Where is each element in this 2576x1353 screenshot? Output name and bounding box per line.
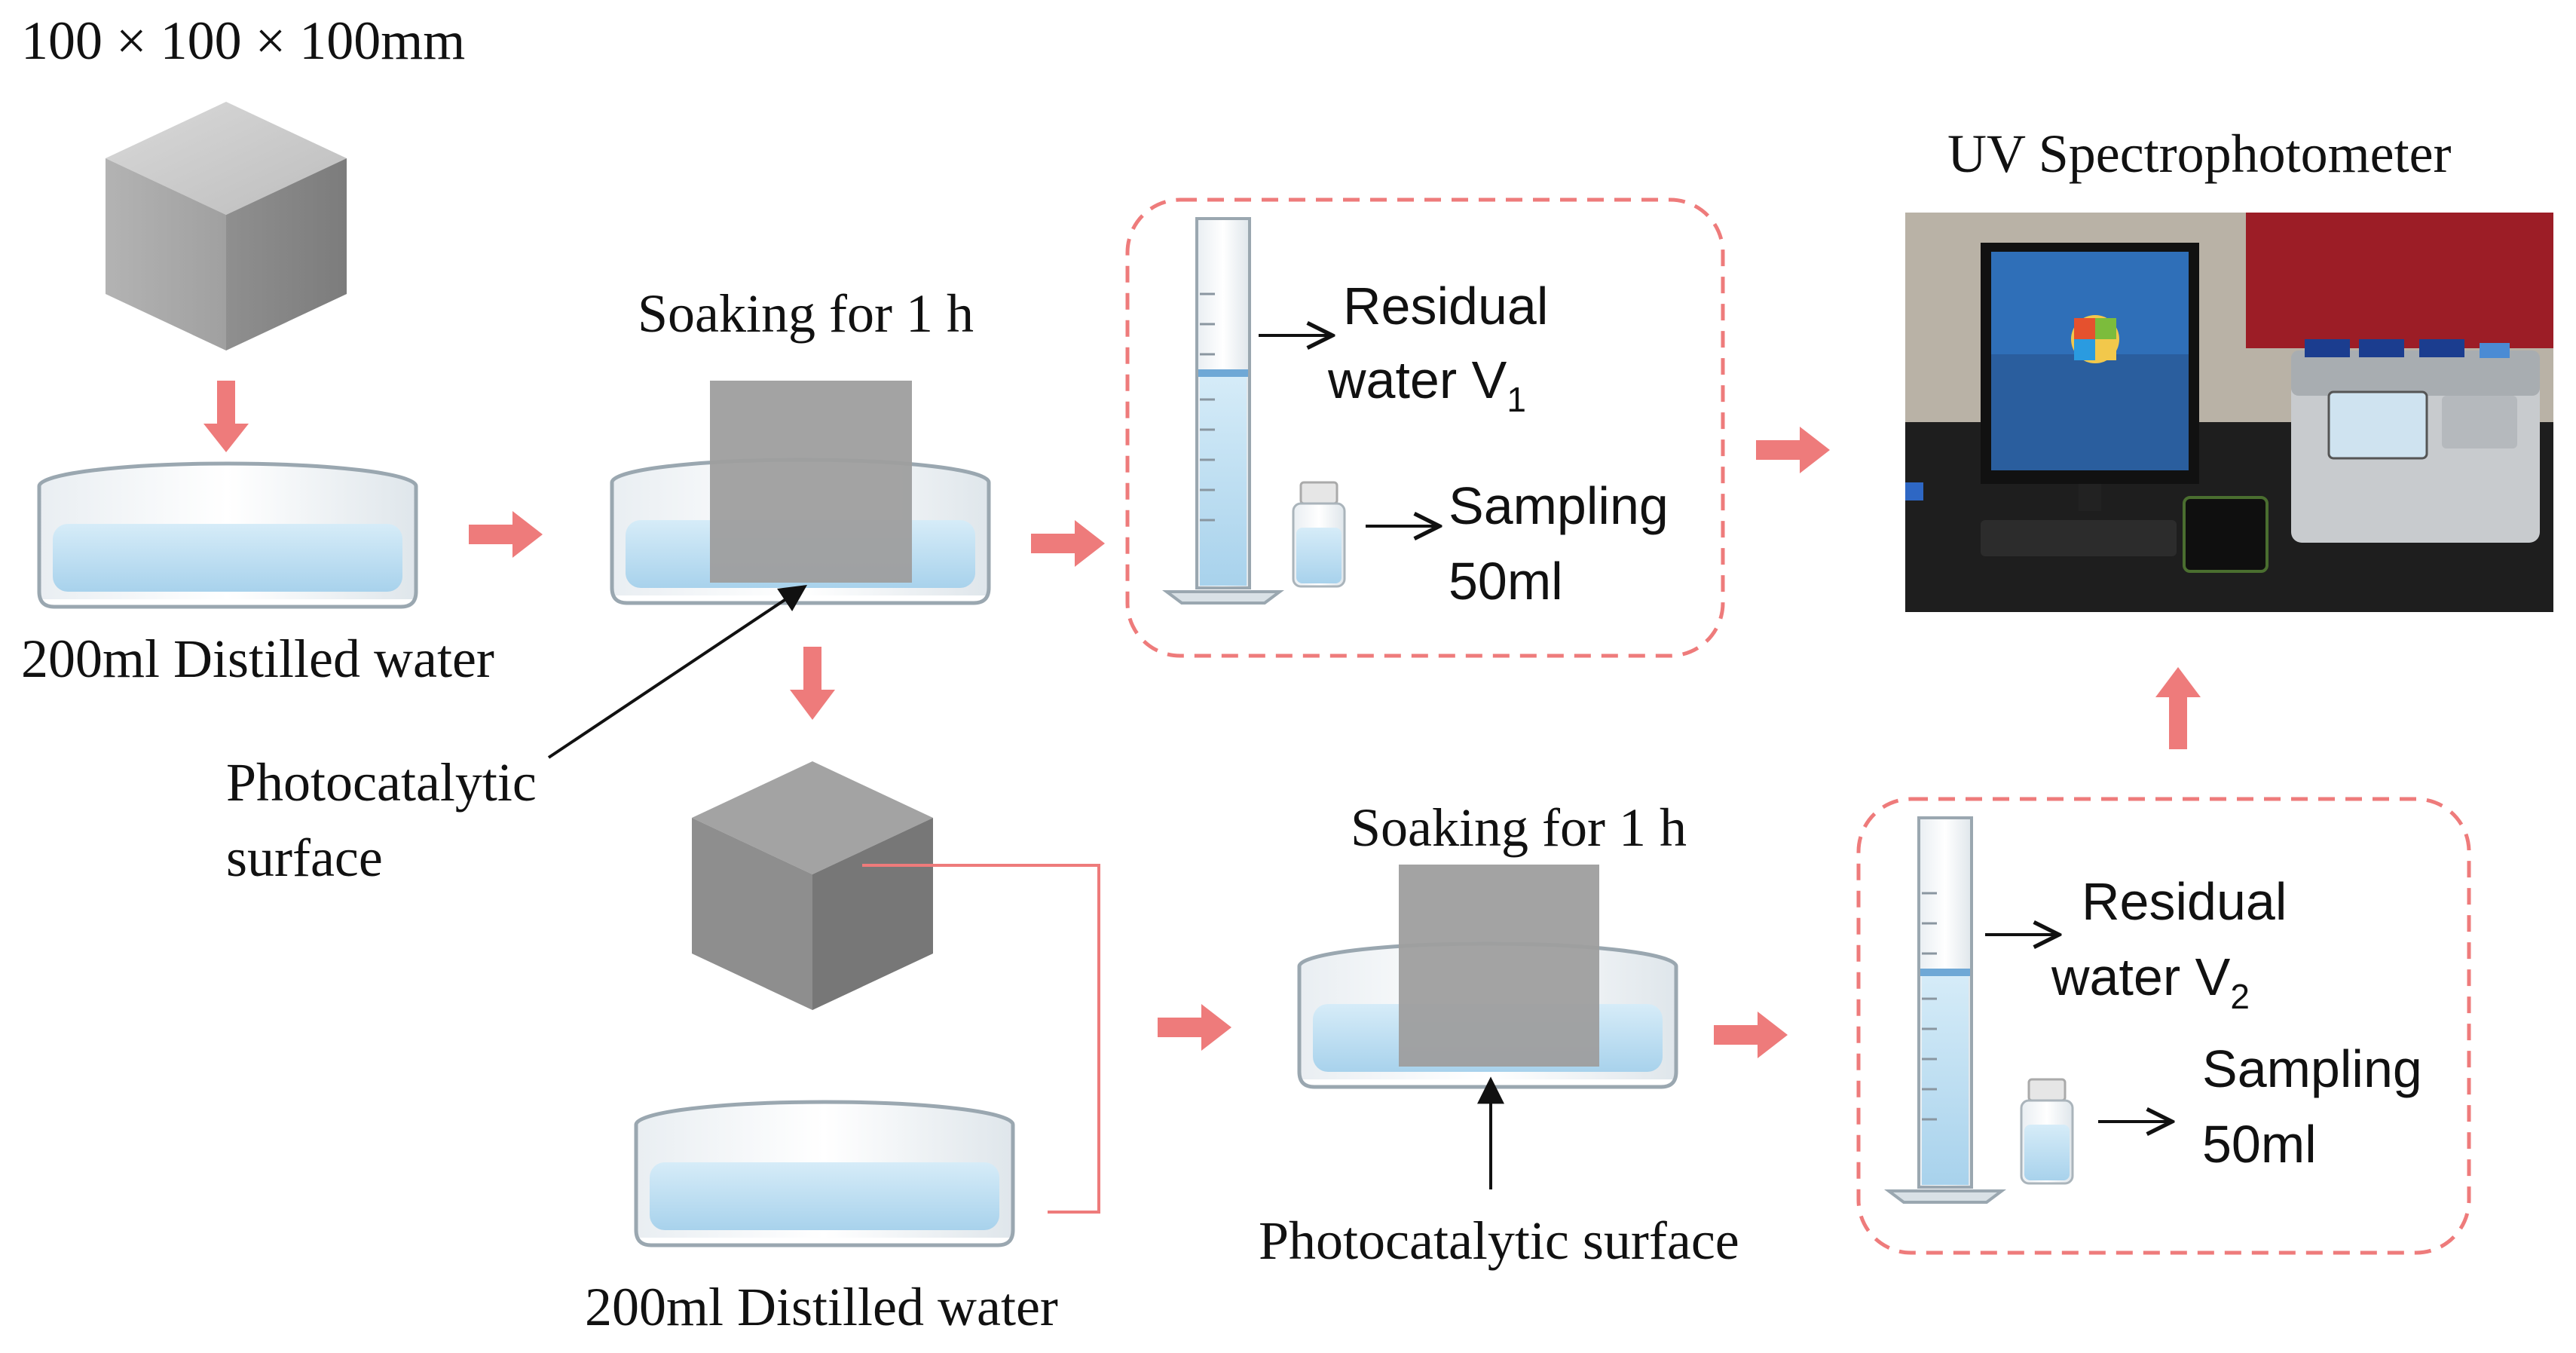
concrete-cube-icon — [106, 102, 347, 350]
flow-arrow-down — [203, 381, 249, 452]
dashed-box-top — [1125, 197, 1725, 658]
petri-dish-icon — [634, 1100, 1015, 1247]
photocatalytic-label-left-2: surface — [226, 828, 383, 888]
grouping-bracket — [862, 864, 1100, 1214]
concrete-specimen-soaking — [710, 381, 912, 583]
residual-water-top-line2: water V1 — [1327, 350, 1526, 419]
residual-water-bottom-line1: Residual — [2082, 872, 2287, 931]
soaking-label-top: Soaking for 1 h — [638, 283, 974, 344]
residual-water-bottom-line2: water V2 — [2051, 947, 2250, 1016]
petri-dish-icon — [37, 461, 418, 609]
sample-bottle-icon — [1292, 481, 1346, 588]
distilled-water-label-top: 200ml Distilled water — [21, 629, 494, 689]
soaking-label-bottom: Soaking for 1 h — [1351, 797, 1687, 858]
sampling-bottom-line1: Sampling — [2202, 1039, 2422, 1098]
graduated-cylinder-icon — [1884, 816, 2006, 1204]
concrete-specimen-soaking-bottom — [1399, 865, 1599, 1067]
pointer-arrow-left — [547, 585, 807, 759]
uv-spectrophotometer-title: UV Spectrophotometer — [1947, 124, 2452, 184]
sampling-top-line1: Sampling — [1449, 476, 1669, 535]
photocatalytic-label-left-1: Photocatalytic — [226, 752, 537, 813]
dimension-label: 100 × 100 × 100mm — [21, 11, 465, 71]
photocatalytic-label-bottom: Photocatalytic surface — [1259, 1211, 1739, 1271]
flow-arrow-right-4 — [1158, 1004, 1231, 1051]
flow-arrow-down-2 — [790, 647, 835, 720]
flow-arrow-right-5 — [1714, 1012, 1788, 1058]
uv-spectrophotometer-photo — [1905, 213, 2553, 612]
dashed-box-bottom — [1856, 797, 2471, 1255]
graduated-cylinder-icon — [1162, 217, 1284, 605]
residual-water-top-line1: Residual — [1343, 277, 1548, 335]
flow-arrow-right-3 — [1756, 427, 1830, 473]
sampling-bottom-line2: 50ml — [2202, 1115, 2317, 1174]
concrete-cube-icon — [692, 761, 933, 1010]
sampling-top-line2: 50ml — [1449, 552, 1563, 611]
flow-arrow-up — [2155, 667, 2201, 749]
sample-bottle-icon — [2020, 1078, 2074, 1185]
flow-arrow-right-2 — [1031, 520, 1105, 567]
distilled-water-label-bottom: 200ml Distilled water — [585, 1277, 1058, 1337]
flow-arrow-right-1 — [469, 511, 543, 558]
